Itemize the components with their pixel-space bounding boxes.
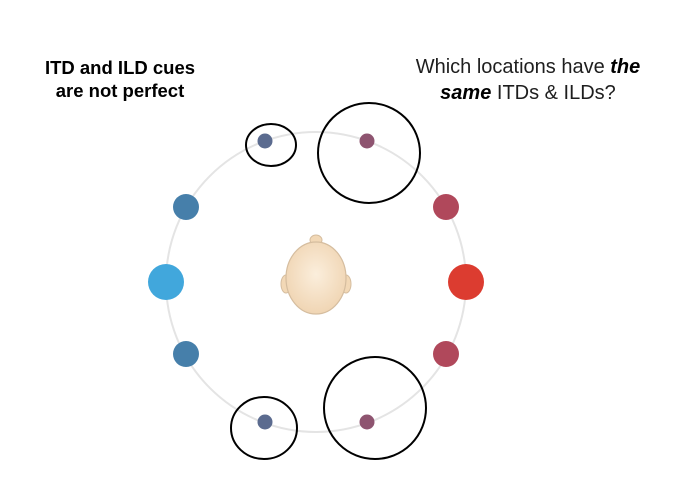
source-lower-left (173, 341, 199, 367)
question-text-start: Which locations have (415, 56, 605, 78)
highlight-ring-front-right (317, 102, 421, 204)
question-heading-line2: same ITDs & ILDs? (378, 80, 678, 106)
highlight-ring-rear-right (323, 356, 427, 460)
question-heading-line1: Which locations have the (378, 54, 678, 80)
source-right (448, 264, 484, 300)
source-rear-right-bottom (359, 414, 375, 430)
source-upper-left (173, 194, 199, 220)
source-upper-right (433, 194, 459, 220)
highlight-ring-front-left (245, 123, 297, 167)
question-emphasis-the: the (610, 56, 641, 78)
source-front-left-top (257, 133, 273, 149)
listener-head-icon (280, 234, 352, 315)
source-front-right-top (359, 133, 375, 149)
question-heading: Which locations have the same ITDs & ILD… (378, 54, 678, 106)
source-rear-left-bottom (257, 414, 273, 430)
source-lower-right (433, 341, 459, 367)
question-text-end: ITDs & ILDs? (496, 82, 616, 104)
itd-ild-heading-line2: are not perfect (55, 80, 185, 101)
highlight-ring-rear-left (230, 396, 298, 460)
itd-ild-heading-line1: ITD and ILD cues (44, 57, 196, 78)
question-emphasis-same: same (440, 82, 492, 104)
source-left (148, 264, 184, 300)
itd-ild-heading: ITD and ILD cues are not perfect (10, 56, 230, 102)
